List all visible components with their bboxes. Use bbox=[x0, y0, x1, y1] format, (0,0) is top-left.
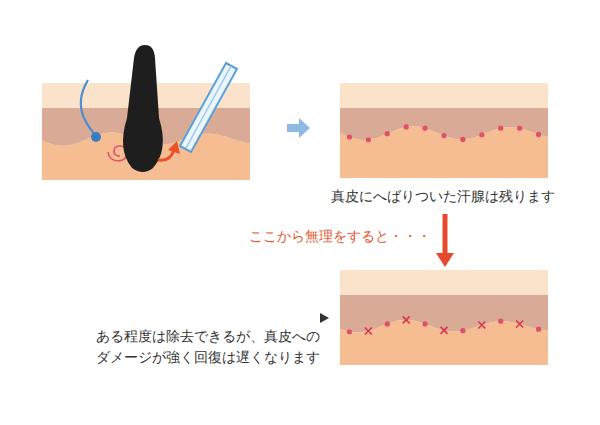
arrow-shaft bbox=[443, 214, 448, 253]
damage-mark bbox=[365, 328, 372, 335]
gland-dot bbox=[536, 327, 541, 332]
gland-dot bbox=[366, 137, 371, 142]
dermis-layer bbox=[340, 295, 548, 333]
damage-mark bbox=[478, 321, 485, 328]
stage-caption: 真皮にへばりついた汗腺は残ります bbox=[318, 186, 568, 207]
gland-dot bbox=[441, 133, 446, 138]
gland-dot bbox=[385, 131, 390, 136]
gland-dot bbox=[498, 319, 503, 324]
pointer-mark bbox=[320, 313, 329, 323]
epidermis-layer bbox=[340, 270, 548, 365]
epidermis-layer bbox=[340, 83, 548, 178]
gland-dot bbox=[347, 134, 352, 139]
skin-panel bbox=[340, 270, 548, 365]
gland-dot bbox=[422, 321, 427, 326]
flow-arrow bbox=[436, 214, 454, 267]
damage-mark bbox=[403, 316, 410, 323]
gland-dot bbox=[404, 124, 409, 129]
subcutis-layer bbox=[340, 320, 548, 365]
gland-dot bbox=[385, 321, 390, 326]
gland-dot bbox=[347, 329, 352, 334]
skin-panels bbox=[42, 83, 548, 365]
damage-mark bbox=[441, 327, 448, 334]
step-arrow bbox=[287, 118, 310, 138]
hair bbox=[123, 45, 163, 172]
heat-arrowhead bbox=[168, 141, 180, 154]
gland-dot bbox=[460, 137, 465, 142]
stage-caption: ある程度は除去できるが、真皮への ダメージが強く回復は遅くなります bbox=[96, 326, 326, 368]
gland-dot bbox=[479, 132, 484, 137]
arrow-head bbox=[436, 253, 454, 267]
needle bbox=[180, 63, 237, 152]
skin-panel bbox=[340, 83, 548, 178]
gland-dot bbox=[460, 328, 465, 333]
subcutis-layer bbox=[340, 126, 548, 178]
damage-mark bbox=[516, 321, 523, 328]
skin-stage: 真皮にへばりついた汗腺は残ります bbox=[318, 83, 568, 211]
gland-dot bbox=[498, 126, 503, 131]
heat-arrow bbox=[158, 150, 174, 160]
gland-dot bbox=[536, 132, 541, 137]
gland-dot bbox=[422, 126, 427, 131]
skin-stage: ある程度は除去できるが、真皮への ダメージが強く回復は遅くなります bbox=[94, 270, 548, 372]
sweat-gland bbox=[91, 132, 101, 142]
edge-label: ここから無理をすると・・・ bbox=[249, 226, 431, 247]
needle-line bbox=[186, 66, 231, 148]
sweat-duct bbox=[81, 80, 95, 134]
gland-dot bbox=[517, 126, 522, 131]
